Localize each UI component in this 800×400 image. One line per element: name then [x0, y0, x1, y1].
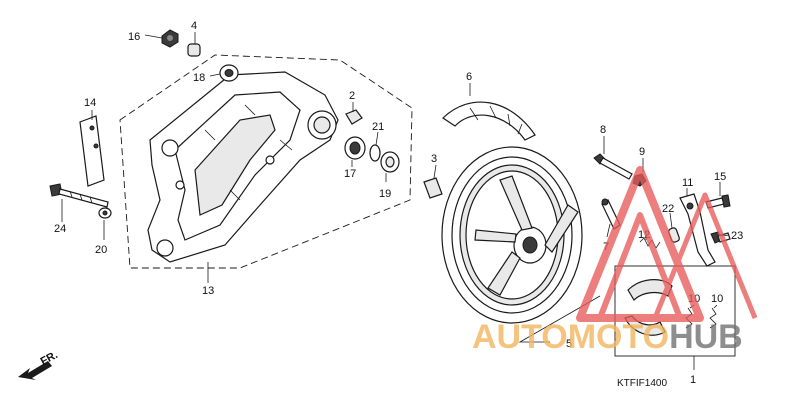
brake-arm-part-11 [679, 193, 716, 267]
callout-9: 9 [639, 146, 645, 158]
watermark-text: AUTOMOTOHUB [472, 318, 743, 356]
front-arrow-label: FR. [39, 349, 60, 368]
callout-24: 24 [54, 223, 66, 235]
bearing-part-18 [219, 64, 239, 82]
bearing-part-17 [344, 136, 366, 160]
seal-part-21 [369, 144, 381, 162]
collar-part-4 [187, 43, 201, 57]
watermark-text-part1: AUTOMOTO [472, 318, 669, 356]
callout-2: 2 [349, 90, 355, 102]
callout-15: 15 [714, 171, 726, 183]
callout-19: 19 [379, 188, 391, 200]
callout-20: 20 [95, 244, 107, 256]
callout-11: 11 [682, 177, 693, 189]
watermark: AUTOMOTOHUB [472, 166, 758, 356]
callout-5: 5 [566, 338, 572, 350]
callout-1: 1 [690, 374, 696, 386]
drawing-code: KTFIF1400 [617, 378, 667, 389]
watermark-logo-icon [576, 166, 758, 322]
seal-part-19 [380, 151, 400, 173]
bushing-part-2 [345, 109, 363, 125]
swingarm-group-outline [119, 54, 413, 269]
nut-part-16 [161, 29, 179, 48]
callout-4: 4 [191, 20, 197, 32]
callout-3: 3 [431, 153, 437, 165]
callout-8: 8 [600, 124, 606, 136]
bolt-part-8 [593, 153, 633, 180]
callout-21: 21 [372, 121, 384, 133]
callout-13: 13 [202, 285, 214, 297]
plate-part-14 [79, 115, 105, 187]
callout-18: 18 [193, 72, 205, 84]
washer-part-20 [98, 207, 112, 219]
collar-part-3 [423, 177, 443, 199]
callout-6: 6 [466, 71, 472, 83]
callout-10b: 10 [711, 293, 723, 305]
watermark-text-part2: HUB [669, 318, 743, 356]
front-direction-arrow: FR. [18, 349, 60, 380]
wheel-part-5 [441, 146, 583, 324]
callout-23: 23 [731, 230, 743, 242]
swingarm-part [147, 71, 339, 263]
tire-part-6 [442, 101, 536, 141]
callout-17: 17 [344, 168, 356, 180]
callout-16: 16 [128, 31, 140, 43]
callout-22: 22 [662, 203, 674, 215]
spring-part-10b [709, 307, 717, 329]
bolt-part-24 [49, 183, 109, 208]
callout-14: 14 [84, 97, 96, 109]
